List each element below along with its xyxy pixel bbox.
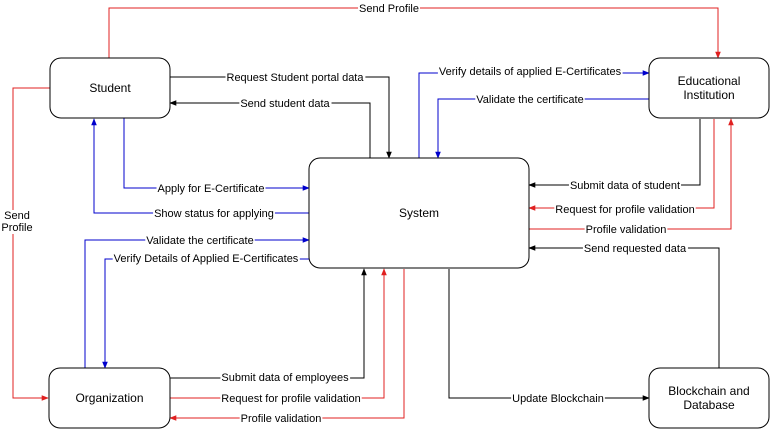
edge-label-validate-certificate-org: Validate the certificate — [145, 235, 255, 247]
edge-request-student-portal-data — [170, 76, 392, 159]
node-box — [648, 367, 770, 429]
edge-label-request-profile-validation-edu: Request for profile validation — [554, 204, 696, 216]
edge-apply-for-ecertificate — [123, 118, 310, 191]
edge-label-request-student-portal-data: Request Student portal data — [225, 72, 366, 84]
edge-label-show-status-for-applying: Show status for applying — [153, 208, 275, 220]
edge-label-update-blockchain: Update Blockchain — [511, 393, 605, 405]
edge-label-profile-validation-edu: Profile validation — [584, 224, 668, 236]
edge-send-profile-top — [108, 7, 721, 59]
edge-label-text: Show status for applying — [154, 208, 274, 220]
edge-label-text: Validate the certificate — [146, 235, 253, 247]
edge-label-send-requested-data: Send requested data — [582, 243, 688, 255]
node-box — [48, 367, 171, 429]
edge-label-text: Profile validation — [586, 224, 667, 236]
node-label: Database — [683, 398, 735, 412]
edge-send-student-data — [169, 100, 371, 158]
edge-label-text: Update Blockchain — [512, 393, 604, 405]
edge-label-validate-certificate-edu: Validate the certificate — [475, 94, 585, 106]
edge-label-text: Verify details of applied E-Certificates — [439, 66, 622, 78]
edge-label-submit-data-of-employees: Submit data of employees — [220, 372, 351, 384]
node-label: Institution — [683, 88, 734, 102]
edge-label-verify-details-applied-org: Verify Details of Applied E-Certificates — [112, 253, 300, 265]
node-system: System — [308, 157, 530, 269]
node-label: Blockchain and — [668, 384, 749, 398]
node-label: System — [399, 206, 439, 220]
edge-label-text: Submit data of student — [570, 180, 680, 192]
edge-label-text: Send Profile — [359, 3, 419, 15]
node-box — [49, 57, 171, 119]
edge-label-text: Request Student portal data — [227, 72, 365, 84]
node-student: Student — [49, 57, 171, 119]
edge-label-text: Profile validation — [241, 413, 322, 425]
edge-label-text: Apply for E-Certificate — [158, 183, 265, 195]
edge-label-profile-validation-org: Profile validation — [239, 413, 323, 425]
edge-label-text: Request for profile validation — [221, 393, 360, 405]
edge-verify-details-applied-top — [418, 70, 650, 158]
edge-label-verify-details-applied-top: Verify details of applied E-Certificates — [437, 66, 623, 78]
edge-show-status-for-applying — [91, 118, 309, 214]
edge-label-text: Send — [4, 210, 30, 222]
edge-label-text: Validate the certificate — [476, 94, 583, 106]
edge-label-text: Send requested data — [584, 243, 687, 255]
edge-label-apply-for-ecertificate: Apply for E-Certificate — [156, 183, 266, 195]
edge-verify-details-applied-org — [102, 258, 309, 369]
node-label: Student — [89, 81, 131, 95]
edge-label-text: Submit data of employees — [221, 372, 349, 384]
edge-label-text: Verify Details of Applied E-Certificates — [114, 253, 299, 265]
node-box — [648, 57, 770, 119]
edge-validate-certificate-edu — [435, 98, 649, 159]
node-box — [308, 157, 530, 269]
edge-submit-data-of-employees — [170, 268, 367, 379]
node-org: Organization — [48, 367, 171, 429]
edge-label-text: Send student data — [240, 98, 330, 110]
node-label: Organization — [75, 391, 143, 405]
edge-label-text: Profile — [1, 222, 32, 234]
edge-send-requested-data — [528, 245, 720, 368]
edge-label-submit-data-of-student: Submit data of student — [568, 180, 682, 192]
edge-update-blockchain — [448, 269, 650, 401]
edge-label-send-profile-top: Send Profile — [358, 3, 420, 15]
node-label: Educational — [678, 74, 741, 88]
edge-label-send-student-data: Send student data — [239, 98, 332, 110]
edge-label-text: Request for profile validation — [555, 204, 694, 216]
edge-label-request-profile-validation-org: Request for profile validation — [220, 393, 362, 405]
edge-submit-data-of-student — [528, 119, 701, 188]
edge-send-profile-left — [12, 87, 50, 401]
edge-request-profile-validation-edu — [528, 119, 715, 211]
